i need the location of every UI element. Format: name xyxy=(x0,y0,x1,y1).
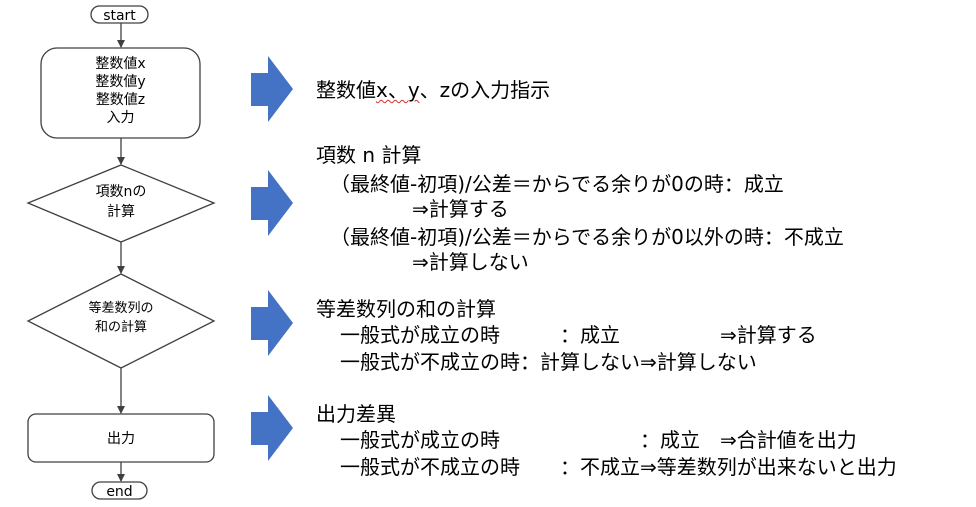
input-pointer-arrow xyxy=(251,56,293,122)
output-title: 出力差異 xyxy=(316,402,396,426)
terms-decision-line-1: 項数nの xyxy=(96,184,147,200)
terms-line-fail: （最終値-初項)/公差＝からでる余りが0以外の時：不成立 xyxy=(330,225,844,249)
sum-title: 等差数列の和の計算 xyxy=(316,297,496,321)
terms-line-fail-result: ⇒計算しない xyxy=(412,250,529,274)
input-box-line-4: 入力 xyxy=(107,110,135,126)
output-pointer-arrow xyxy=(251,395,293,461)
input-description-wavy: x、y xyxy=(376,78,420,102)
sum-decision-line-1: 等差数列の xyxy=(88,300,153,316)
sum-line-fail: 一般式が不成立の時：計算しない⇒計算しない xyxy=(340,350,757,374)
input-box-line-2: 整数値y xyxy=(95,74,145,90)
terms-title: 項数 n 計算 xyxy=(316,143,422,167)
pointer-arrows xyxy=(251,56,293,461)
input-description-prefix: 整数値 xyxy=(316,78,376,102)
start-terminator xyxy=(90,5,149,24)
output-process-box xyxy=(27,413,215,463)
sum-decision-line-2: 和の計算 xyxy=(95,319,147,335)
sum-line-success: 一般式が成立の時 ：成立 ⇒計算する xyxy=(340,323,817,347)
output-box-label: 出力 xyxy=(107,431,135,447)
output-line-success: 一般式が成立の時 ：成立 ⇒合計値を出力 xyxy=(340,428,857,452)
terms-pointer-arrow xyxy=(251,170,293,236)
terms-line-success: （最終値-初項)/公差＝からでる余りが0の時：成立 xyxy=(330,172,784,196)
input-description-suffix: 、zの入力指示 xyxy=(419,78,551,102)
input-box-line-3: 整数値z xyxy=(96,92,145,108)
terms-decision-diamond xyxy=(26,164,216,243)
sum-decision-diamond xyxy=(26,273,216,369)
input-description: 整数値x、y、zの入力指示 xyxy=(316,78,550,103)
input-process-box xyxy=(40,47,201,139)
sum-pointer-arrow xyxy=(251,290,293,356)
terms-decision-line-2: 計算 xyxy=(107,204,135,220)
start-label: start xyxy=(103,8,136,24)
output-line-fail: 一般式が不成立の時 ：不成立⇒等差数列が出来ないと出力 xyxy=(340,455,897,479)
input-box-line-1: 整数値x xyxy=(95,56,145,72)
terms-line-success-result: ⇒計算する xyxy=(412,197,509,221)
end-label: end xyxy=(106,484,132,500)
end-terminator xyxy=(91,481,148,500)
